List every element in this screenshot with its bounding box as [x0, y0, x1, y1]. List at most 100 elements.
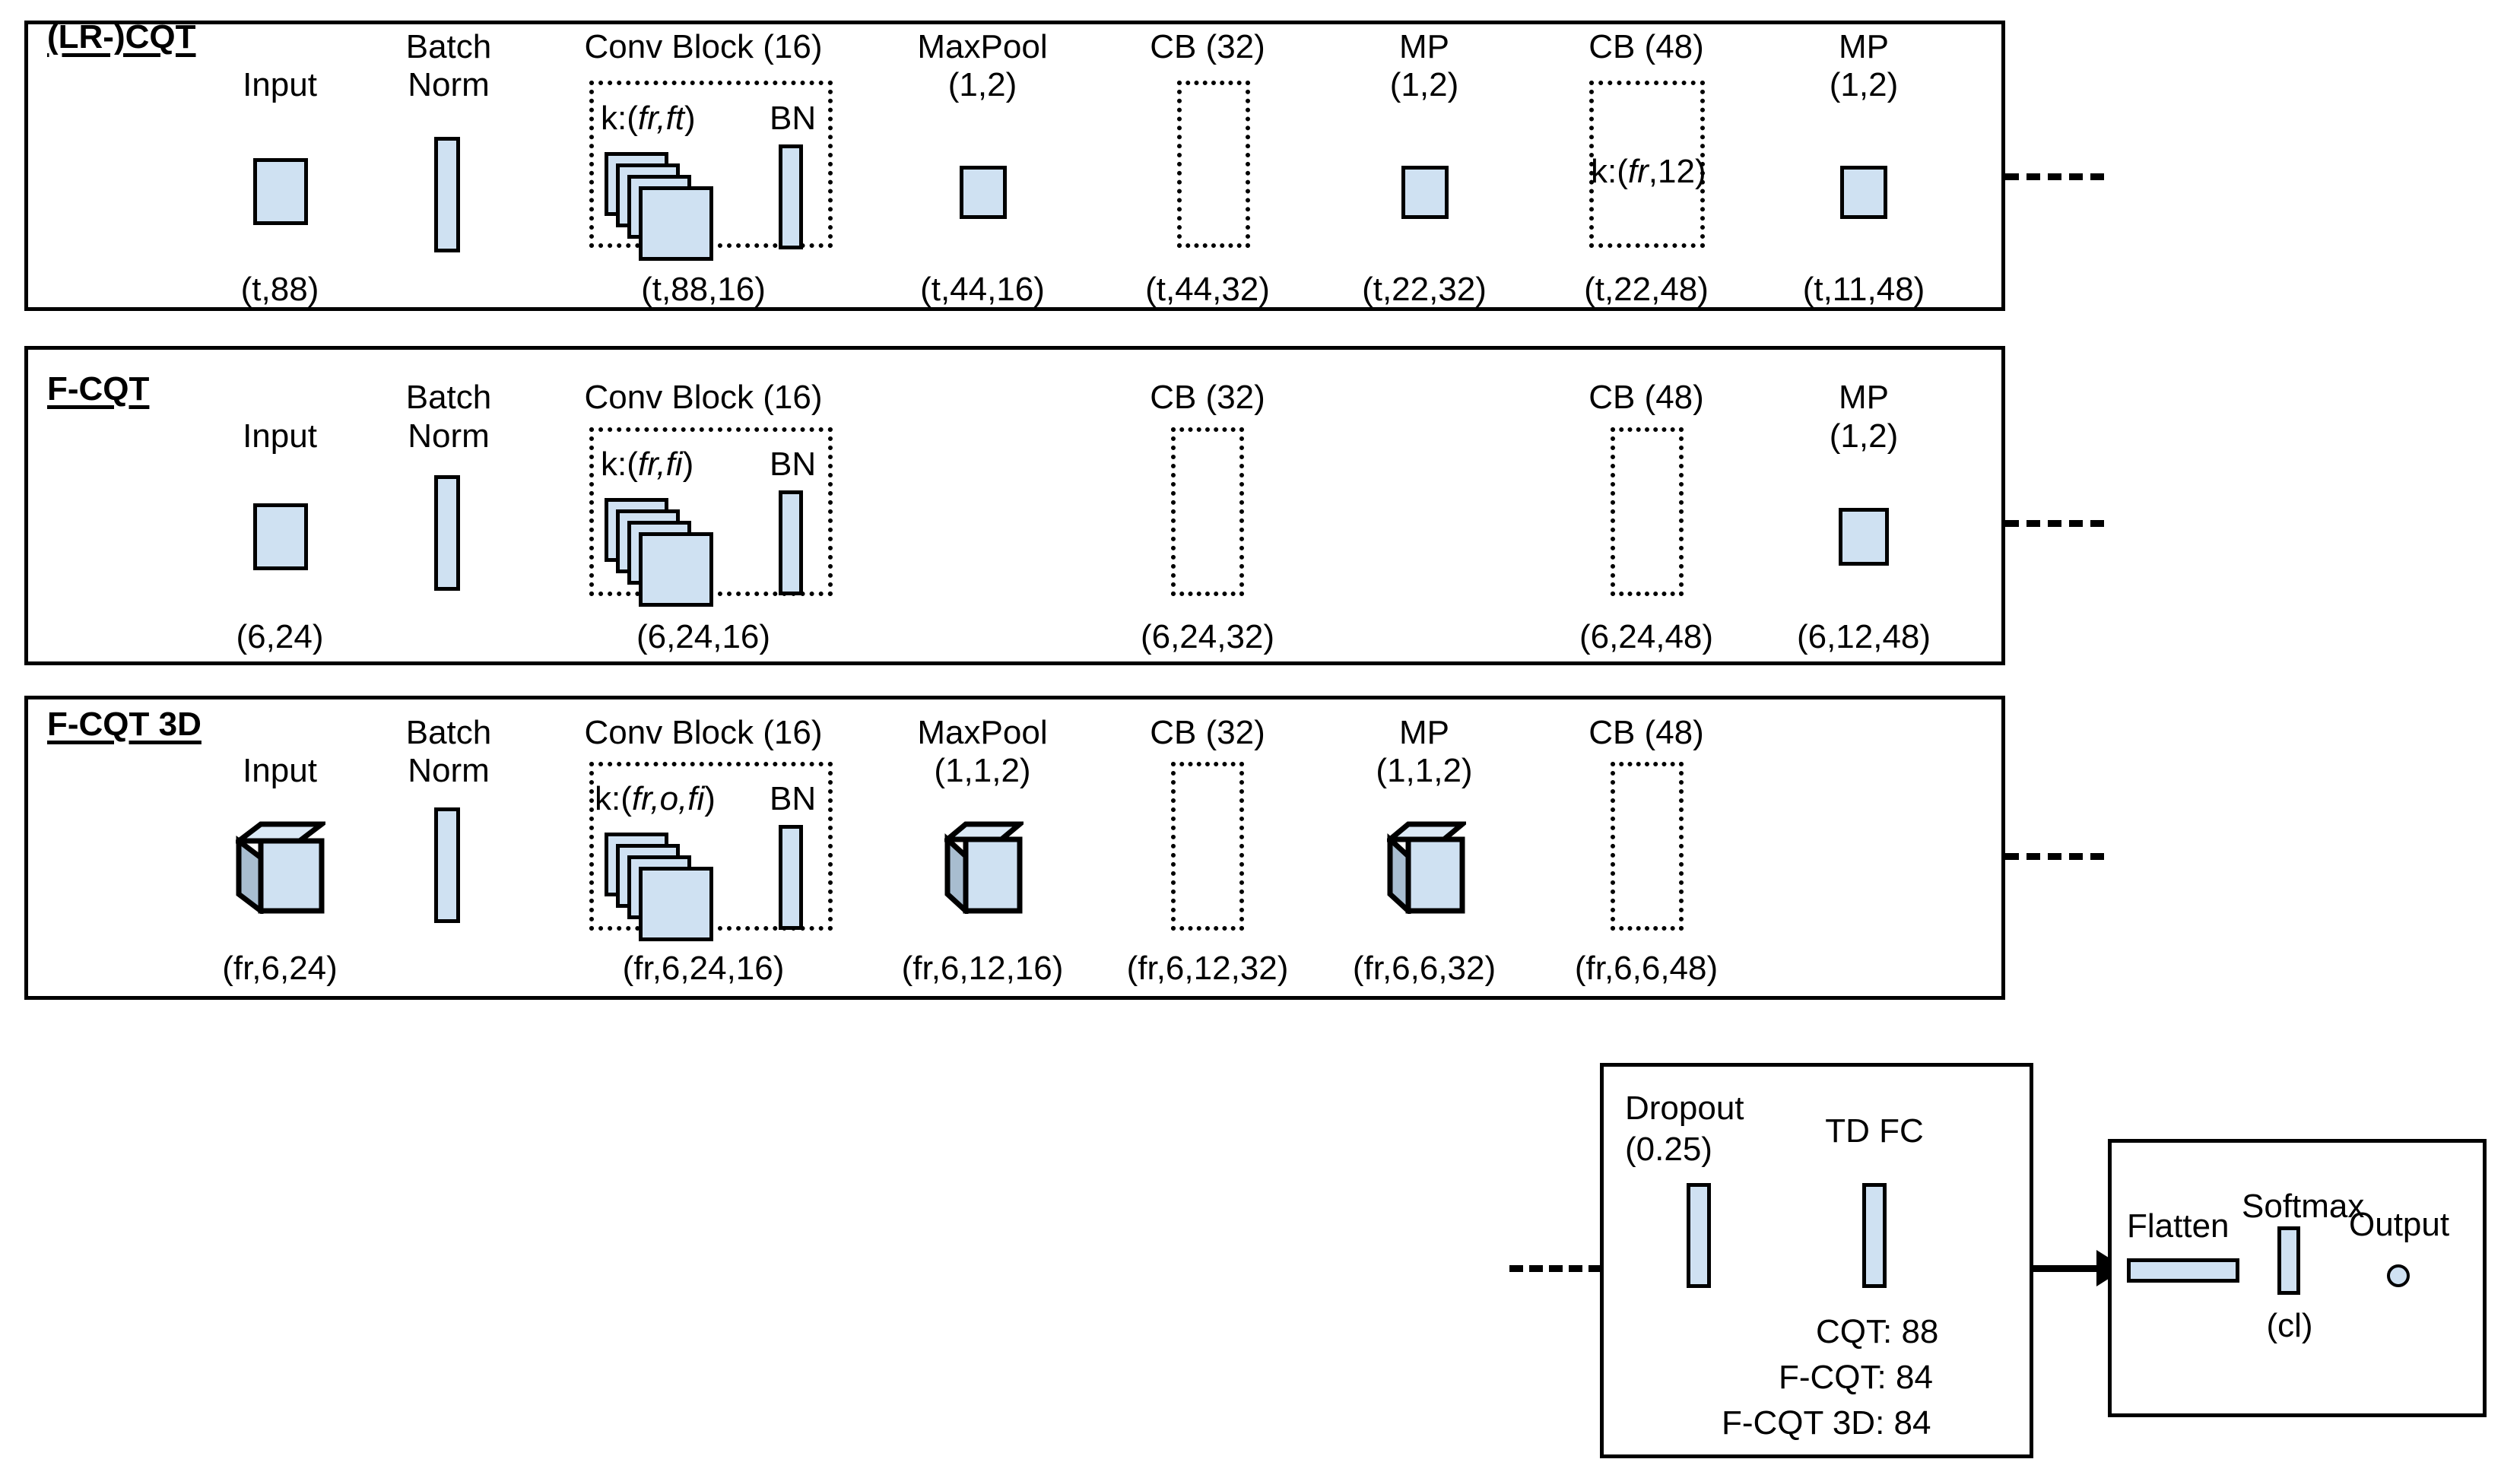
r2-batchnorm-block [434, 475, 460, 591]
r1-maxpool-dims: (t,44,16) [920, 271, 1045, 308]
tail-entry-dashed-connector [1509, 1265, 1602, 1272]
r3-input-label: Input [243, 752, 317, 789]
softmax-dims: (cl) [2266, 1307, 2313, 1344]
r1-mp2-label: MP [1399, 28, 1449, 65]
tdfc-label: TD FC [1825, 1112, 1924, 1150]
r3-cb48-dotted-frame [1611, 762, 1684, 931]
output-node [2387, 1264, 2410, 1287]
r1-batchnorm-label2: Norm [408, 66, 490, 103]
row2-exit-dashed-connector [2005, 520, 2104, 527]
r3-batchnorm-block [434, 807, 460, 923]
flatten-block [2127, 1258, 2239, 1283]
r1-cb48-dims: (t,22,48) [1584, 271, 1709, 308]
r1-mp3-stride: (1,2) [1829, 66, 1899, 103]
flatten-label: Flatten [2127, 1207, 2230, 1245]
r2-conv-filter-stack [605, 498, 719, 612]
r3-mp-label: MP [1399, 714, 1449, 751]
r1-cb48-dotted-frame [1589, 81, 1705, 248]
r3-cb32-dims: (fr,6,12,32) [1126, 950, 1289, 987]
dropout-rate: (0.25) [1625, 1131, 1712, 1168]
r1-conv-filter-stack [605, 152, 719, 266]
r3-cb48-label: CB (48) [1588, 714, 1704, 751]
output-label: Output [2349, 1206, 2450, 1243]
r3-cb32-dotted-frame [1171, 762, 1244, 931]
r3-convblock-bn-label: BN [770, 780, 817, 817]
r2-mp-stride: (1,2) [1829, 417, 1899, 455]
r2-input-block [253, 503, 308, 570]
r2-cb48-label: CB (48) [1588, 379, 1704, 416]
row3-exit-dashed-connector [2005, 853, 2104, 860]
dropout-block [1687, 1183, 1711, 1288]
tail-to-head-arrow-line [2033, 1265, 2099, 1272]
r3-input-dims: (fr,6,24) [222, 950, 338, 987]
r1-convblock-bn-block [779, 144, 803, 249]
r2-convblock-bn-label: BN [770, 446, 817, 483]
tdfc-note-cqt: CQT: 88 [1816, 1313, 1939, 1350]
conv-filter-plane [639, 532, 713, 607]
r2-cb48-dotted-frame [1611, 427, 1684, 596]
r1-cb32-dims: (t,44,32) [1145, 271, 1270, 308]
row-title-fcqt: F-CQT [47, 370, 150, 408]
r2-mp-label: MP [1839, 379, 1889, 416]
r2-cb32-dims: (6,24,32) [1140, 618, 1275, 655]
conv-filter-plane [639, 867, 713, 941]
r2-convblock-kernel: k:(fr,fi) [601, 446, 694, 483]
r3-convblock-kernel: k:(fr,o,fi) [595, 780, 716, 817]
r3-input-cube [236, 821, 325, 914]
softmax-label: Softmax [2242, 1188, 2365, 1225]
r3-maxpool-stride: (1,1,2) [934, 752, 1031, 789]
r1-cb32-dotted-frame [1177, 81, 1250, 248]
dropout-label: Dropout [1625, 1090, 1744, 1127]
row-title-lrcqt: (LR-)CQT [47, 18, 196, 56]
r3-maxpool-dims: (fr,6,12,16) [901, 950, 1064, 987]
r1-convblock-kernel: k:(fr,ft) [601, 100, 696, 137]
row-title-fcqt3d: F-CQT 3D [47, 706, 202, 743]
r1-mp2-stride: (1,2) [1389, 66, 1459, 103]
r2-convblock-bn-block [779, 490, 803, 595]
r3-cb32-label: CB (32) [1150, 714, 1265, 751]
r1-cb48-kernel: k:(fr,12) [1591, 153, 1706, 190]
r2-batchnorm-label: Batch [405, 379, 492, 416]
r2-convblock-dims: (6,24,16) [636, 618, 771, 655]
r3-batchnorm-label: Batch [405, 714, 492, 751]
row-fcqt-frame [24, 346, 2005, 665]
r1-input-block [253, 158, 308, 225]
r2-mp-dims: (6,12,48) [1796, 618, 1931, 655]
r3-maxpool-label: MaxPool [917, 714, 1048, 751]
conv-filter-plane [639, 186, 713, 261]
r3-convblock-label: Conv Block (16) [584, 714, 823, 751]
r2-cb32-label: CB (32) [1150, 379, 1265, 416]
r1-mp3-label: MP [1839, 28, 1889, 65]
r2-convblock-label: Conv Block (16) [584, 379, 823, 416]
row1-exit-dashed-connector [2005, 173, 2104, 180]
r3-convblock-dims: (fr,6,24,16) [622, 950, 785, 987]
r3-conv-filter-stack [605, 833, 719, 947]
row-lrcqt-frame [24, 21, 2005, 311]
r2-cb48-dims: (6,24,48) [1579, 618, 1714, 655]
r1-maxpool-label: MaxPool [917, 28, 1048, 65]
r3-mp-dims: (fr,6,6,32) [1352, 950, 1496, 987]
r1-convblock-dims: (t,88,16) [641, 271, 766, 308]
r1-mp2-dims: (t,22,32) [1362, 271, 1487, 308]
r3-convblock-bn-block [779, 825, 803, 930]
r3-mp-stride: (1,1,2) [1376, 752, 1473, 789]
r2-input-dims: (6,24) [236, 618, 324, 655]
tail-frame [1600, 1063, 2033, 1458]
r1-maxpool-stride: (1,2) [947, 66, 1017, 103]
r1-convblock-bn-label: BN [770, 100, 817, 137]
r3-maxpool-cube [944, 821, 1024, 914]
r2-input-label: Input [243, 417, 317, 455]
r1-mp2-block [1401, 166, 1449, 219]
tdfc-block [1862, 1183, 1887, 1288]
r1-convblock-label: Conv Block (16) [584, 28, 823, 65]
r1-mp3-dims: (t,11,48) [1802, 271, 1925, 308]
r3-cb48-dims: (fr,6,6,48) [1574, 950, 1719, 987]
r1-input-label: Input [243, 66, 317, 103]
tdfc-note-fcqt3d: F-CQT 3D: 84 [1722, 1404, 1931, 1442]
r3-batchnorm-label2: Norm [408, 752, 490, 789]
r2-mp-block [1839, 508, 1889, 566]
r1-batchnorm-block [434, 137, 460, 252]
r1-maxpool-block [960, 166, 1007, 219]
r1-input-dims: (t,88) [240, 271, 319, 308]
